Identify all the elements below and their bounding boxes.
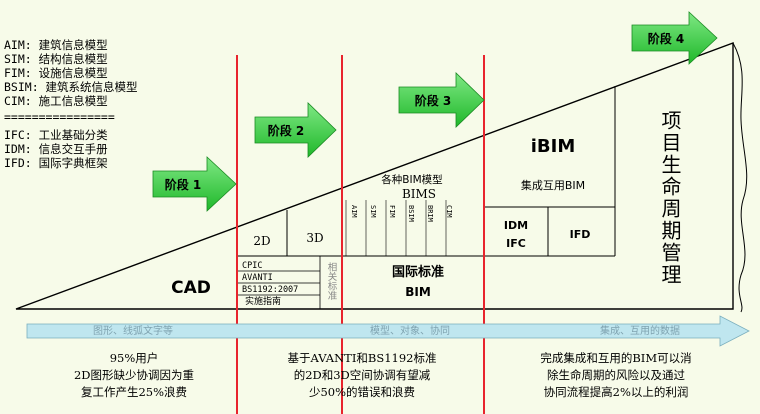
- stage-label-2: 阶段 2: [268, 123, 305, 138]
- model-code-sim: SIM: [369, 205, 377, 218]
- model-code-brim: BRIM: [426, 205, 434, 222]
- related-standards-label: 相关标准: [326, 261, 338, 301]
- timeline-segment-2: 模型、对象、协同: [370, 324, 450, 337]
- model-code-bsim: BSIM: [407, 205, 415, 222]
- description-col-3-line-3: 协同流程提高2%以上的利润: [544, 385, 689, 399]
- stage-arrow-3-shape: [398, 72, 485, 128]
- stage-arrow-3: 阶段 3: [398, 72, 485, 128]
- stage-label-4: 阶段 4: [648, 31, 685, 46]
- model-code-fim: FIM: [388, 205, 396, 218]
- triangle-labels: CAD 2D 3D CPIC AVANTI BS1192:2007 实施指南 相…: [171, 110, 682, 307]
- idm-label: IDM: [504, 219, 528, 232]
- description-col-2-line-1: 基于AVANTI和BS1192标准: [288, 351, 437, 365]
- intl-standard-label: 国际标准: [392, 264, 444, 280]
- legend-item-idm: IDM: 信息交互手册: [4, 142, 108, 156]
- stage-arrow-4: 阶段 4: [631, 11, 718, 65]
- timeline-segment-1: 图形、线弧文字等: [93, 324, 173, 337]
- description-col-1-line-1: 95%用户: [110, 351, 159, 365]
- cpic-label: CPIC: [242, 261, 262, 271]
- impl-guide-label: 实施指南: [245, 295, 281, 307]
- description-col-2: 基于AVANTI和BS1192标准 的2D和3D空间协调有望减 少50%的错误和…: [288, 351, 437, 399]
- timeline-arrow-shape: [26, 315, 750, 347]
- stage-label-1: 阶段 1: [165, 177, 202, 192]
- integrated-use-label: 集成互用BIM: [521, 178, 585, 192]
- lifecycle-label: 项目生命周期管理: [658, 110, 682, 286]
- model-codes: AIM SIM FIM BSIM BRIM CIM: [350, 205, 453, 222]
- legend-divider: ================: [4, 110, 115, 124]
- maturity-triangle: [15, 41, 734, 310]
- legend-item-cim: CIM: 施工信息模型: [4, 94, 108, 108]
- description-col-2-line-3: 少50%的错误和浪费: [309, 385, 415, 399]
- description-col-3: 完成集成和互用的BIM可以消 除生命周期的风险以及通过 协同流程提高2%以上的利…: [540, 351, 691, 399]
- legend-item-fim: FIM: 设施信息模型: [4, 66, 108, 80]
- triangle-outline: [15, 41, 734, 310]
- legend-item-sim: SIM: 结构信息模型: [4, 52, 108, 66]
- bims-label: BIMS: [402, 187, 436, 201]
- legend-item-ifd: IFD: 国际字典框架: [4, 156, 108, 170]
- model-code-aim: AIM: [350, 205, 358, 218]
- legend-item-bsim: BSIM: 建筑系统信息模型: [4, 80, 138, 94]
- bottom-descriptions: 95%用户 2D图形缺少协调因为重 复工作产生25%浪费 基于AVANTI和BS…: [74, 351, 692, 399]
- models-caption: 各种BIM模型: [381, 173, 442, 186]
- cad-label: CAD: [171, 278, 211, 298]
- lifecycle-boundary: [732, 42, 748, 313]
- stage-arrow-1-shape: [152, 156, 237, 212]
- description-col-1: 95%用户 2D图形缺少协调因为重 复工作产生25%浪费: [74, 351, 194, 399]
- legend-item-ifc: IFC: 工业基础分类: [4, 128, 108, 142]
- stage-label-3: 阶段 3: [415, 93, 452, 108]
- ibim-label: iBIM: [531, 136, 576, 157]
- avanti-label: AVANTI: [242, 273, 273, 283]
- description-col-3-line-2: 除生命周期的风险以及通过: [547, 368, 685, 382]
- ifd-label: IFD: [570, 228, 591, 241]
- legend: AIM: 建筑信息模型 SIM: 结构信息模型 FIM: 设施信息模型 BSIM…: [4, 38, 138, 170]
- stage-arrow-2-shape: [254, 102, 337, 158]
- description-col-2-line-2: 的2D和3D空间协调有望减: [294, 368, 431, 382]
- description-col-3-line-1: 完成集成和互用的BIM可以消: [540, 351, 691, 365]
- bs1192-label: BS1192:2007: [242, 285, 298, 295]
- stage-arrow-2: 阶段 2: [254, 102, 337, 158]
- stage-dividers: [236, 55, 485, 414]
- timeline-segment-3: 集成、互用的数据: [600, 324, 680, 337]
- label-3d: 3D: [306, 231, 323, 245]
- stage-arrow-1: 阶段 1: [152, 156, 237, 212]
- label-2d: 2D: [253, 234, 270, 248]
- model-code-cim: CIM: [445, 205, 453, 218]
- bim-label: BIM: [405, 285, 431, 299]
- description-col-1-line-2: 2D图形缺少协调因为重: [74, 368, 194, 382]
- legend-item-aim: AIM: 建筑信息模型: [4, 38, 108, 52]
- stage-arrow-4-shape: [631, 11, 718, 65]
- timeline-arrow: 图形、线弧文字等 模型、对象、协同 集成、互用的数据: [26, 315, 750, 347]
- description-col-1-line-3: 复工作产生25%浪费: [81, 385, 187, 399]
- ifc-label: IFC: [506, 237, 526, 250]
